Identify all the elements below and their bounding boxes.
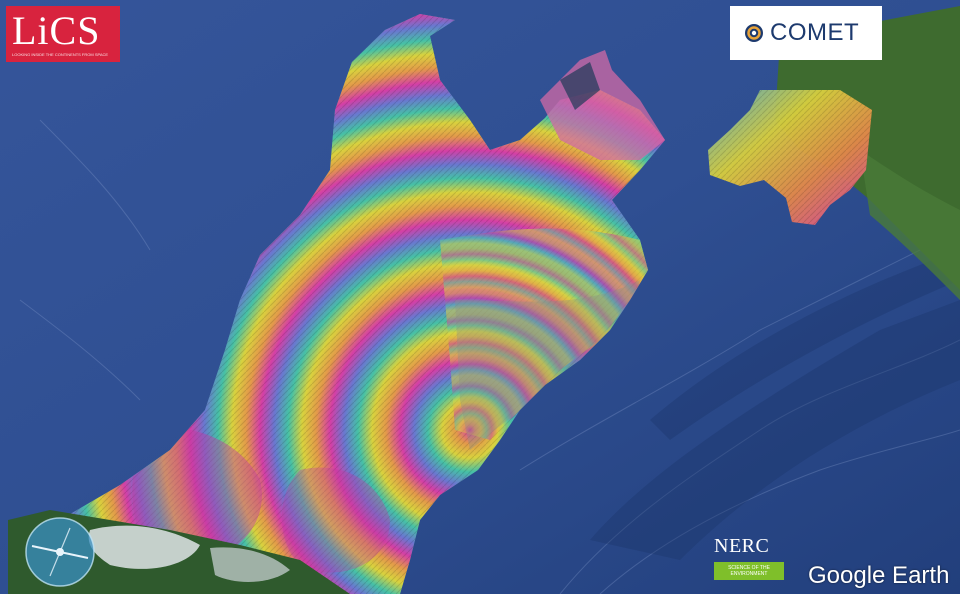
lics-logo: LiCS LOOKING INSIDE THE CONTINENTS FROM … — [6, 6, 120, 62]
google-earth-attribution: Google Earth — [808, 562, 950, 589]
comet-mark-icon — [745, 24, 763, 42]
nerc-logo: NERC SCIENCE OF THE ENVIRONMENT — [712, 534, 786, 584]
compass-rose-icon — [25, 517, 95, 587]
lics-tagline: LOOKING INSIDE THE CONTINENTS FROM SPACE — [12, 52, 109, 57]
comet-wordmark: COMET — [770, 19, 860, 46]
nerc-tagline: SCIENCE OF THE ENVIRONMENT — [714, 562, 784, 580]
lics-wordmark: LiCS — [12, 8, 101, 53]
nerc-wordmark: NERC — [714, 535, 770, 557]
comet-logo: COMET — [730, 6, 882, 60]
